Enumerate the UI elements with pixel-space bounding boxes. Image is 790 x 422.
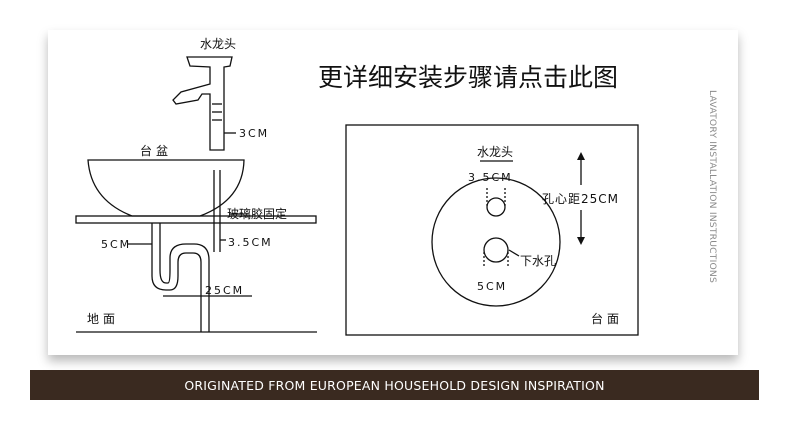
- faucet-hole-label: 3.5CM: [468, 171, 513, 184]
- distance-label: 孔心距25CM: [542, 192, 619, 206]
- footer-banner: ORIGINATED FROM EUROPEAN HOUSEHOLD DESIG…: [30, 370, 759, 400]
- basin-circle: [431, 177, 561, 307]
- drain-label: 25CM: [205, 284, 244, 297]
- faucet-top-label: 水龙头: [477, 145, 513, 159]
- faucet-label: 水龙头: [200, 37, 236, 51]
- side-view: [75, 56, 317, 333]
- pipe-left-label: 5CM: [101, 238, 131, 251]
- pipe-right-label: 3.5CM: [228, 236, 273, 249]
- faucet-icon: [172, 56, 233, 151]
- countertop-box: [345, 124, 639, 336]
- floor-label: 地面: [87, 312, 119, 326]
- top-view: [345, 124, 639, 336]
- countertop: [75, 215, 317, 224]
- height-label: 3CM: [239, 127, 269, 140]
- basin-label: 台盆: [140, 143, 172, 158]
- page-title: 更详细安装步骤请点击此图: [318, 63, 618, 92]
- drain-hole-label: 下水孔: [520, 254, 556, 268]
- countertop-label: 台面: [591, 311, 623, 326]
- glue-label: 玻璃胶固定: [227, 206, 287, 221]
- drain-size-label: 5CM: [477, 280, 507, 293]
- faucet-hole: [486, 197, 506, 217]
- diagram-card: [48, 30, 738, 355]
- drain-hole: [483, 237, 509, 263]
- side-caption: LAVATORY INSTALLATION INSTRUCTIONS: [707, 90, 718, 284]
- drain-pipe: [151, 223, 202, 332]
